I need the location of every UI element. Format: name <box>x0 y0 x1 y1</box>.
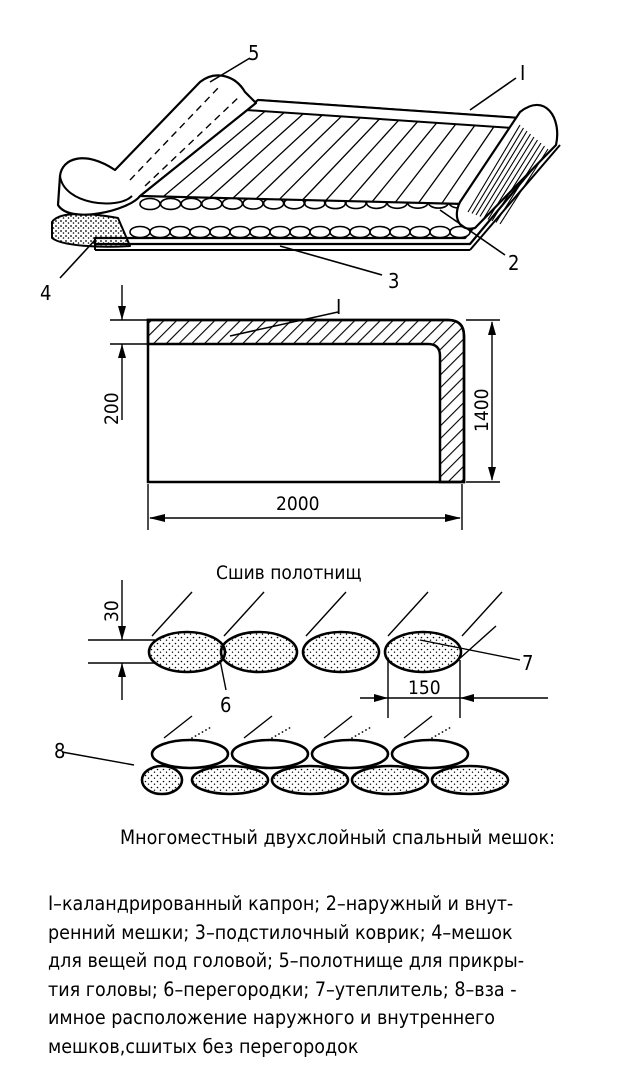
lower-layer-cells <box>129 225 471 239</box>
legend-line: для вещей под головой; 5–полотнище для п… <box>48 949 525 972</box>
roll-stripe <box>467 124 521 213</box>
label-6: 6 <box>220 693 231 717</box>
lower-cell <box>289 225 311 239</box>
quilt-stripe <box>255 115 342 200</box>
caption-title: Многоместный двухслойный спальный мешок: <box>120 826 556 849</box>
legend-line: тия головы; 6–перегородки; 7–утеплитель;… <box>48 977 517 1001</box>
quilt-stripe <box>418 125 476 204</box>
lower-cell <box>209 225 231 239</box>
lower-cell <box>269 225 291 239</box>
plan-view <box>110 285 500 530</box>
upper-cell <box>201 197 223 210</box>
lower-cell <box>409 225 431 239</box>
dim-1400: 1400 <box>471 389 493 433</box>
roll-stripe <box>479 133 531 217</box>
quilt-stripe <box>371 122 438 203</box>
legend-line: мешков,сшитых без перегородок <box>48 1034 359 1058</box>
stitch-line <box>151 591 193 637</box>
head-flap <box>56 74 258 216</box>
lower-cell <box>309 225 331 239</box>
stitch-line <box>305 591 347 637</box>
quilt-stripe <box>278 117 361 200</box>
outer-cell <box>390 738 470 770</box>
quilt-stripe <box>348 121 419 202</box>
legend: I–каландрированный капрон; 2–наружный и … <box>48 890 618 1061</box>
insulated-cell <box>147 630 227 674</box>
section-title: Сшив полотнищ <box>216 562 362 584</box>
stitch-line <box>387 591 429 637</box>
lower-cell <box>129 225 151 239</box>
lower-cell <box>349 225 371 239</box>
inner-cell <box>190 764 270 796</box>
label-8: 8 <box>54 739 65 763</box>
lower-cell <box>449 225 471 239</box>
perspective-view <box>51 57 561 279</box>
quilt-stripe <box>441 126 495 204</box>
lower-cell <box>149 225 171 239</box>
roll-stripe <box>487 139 538 220</box>
insulated-cell <box>301 630 381 674</box>
lower-cell <box>189 225 211 239</box>
roll-stripe <box>475 130 528 216</box>
stitch-line <box>323 715 353 739</box>
bag-under-head <box>51 213 131 248</box>
offset-layers <box>140 715 510 796</box>
stitch-line <box>223 591 265 637</box>
dim-2000: 2000 <box>276 493 320 515</box>
quilt-stripe <box>186 112 285 198</box>
outer-cell <box>310 738 390 770</box>
inner-cell <box>270 764 350 796</box>
lower-cell <box>229 225 251 239</box>
roll-stripe <box>471 127 524 214</box>
quilt-stripe <box>302 118 380 201</box>
stitch-line <box>243 715 273 739</box>
quilt-stripe <box>325 119 400 202</box>
hatched-border <box>146 318 466 484</box>
lower-cell <box>429 225 451 239</box>
upper-cell <box>221 197 244 210</box>
roll-stripe <box>491 142 542 222</box>
lower-cell <box>169 225 191 239</box>
insulated-cell <box>383 630 463 674</box>
label-7: 7 <box>522 651 533 675</box>
inner-cell <box>430 764 510 796</box>
roll-stripe <box>495 145 545 223</box>
quilt-stripe <box>209 113 304 199</box>
lower-cell <box>389 225 411 239</box>
label-3: 3 <box>388 269 399 293</box>
outer-cell <box>230 738 310 770</box>
legend-line: ренний мешки; 3–подстилочный коврик; 4–м… <box>48 920 513 944</box>
upper-cell <box>180 197 202 211</box>
stitch-line <box>461 591 503 637</box>
roll-stripe <box>499 148 549 225</box>
label-5: 5 <box>248 41 259 65</box>
insulated-cell <box>219 630 299 674</box>
lower-cell <box>249 225 271 239</box>
label-2: 2 <box>508 251 519 275</box>
roll-stripe <box>483 136 535 219</box>
outer-cell <box>150 738 230 770</box>
legend-line: имное расположение наружного и внутренне… <box>48 1006 496 1029</box>
upper-cell <box>159 197 182 211</box>
dim-200: 200 <box>101 392 123 425</box>
quilt-stripe <box>232 114 323 199</box>
legend-line: I–каландрированный капрон; 2–наружный и … <box>48 892 514 915</box>
stitch-line <box>403 715 433 739</box>
lower-cell <box>329 225 351 239</box>
inner-cell <box>140 764 184 796</box>
lower-cell <box>369 225 391 239</box>
seam-section <box>61 580 548 766</box>
upper-cell <box>139 197 161 211</box>
dim-30: 30 <box>101 600 123 622</box>
dim-150: 150 <box>408 677 441 699</box>
label-1-plan: I <box>336 295 341 319</box>
stitch-line <box>163 715 193 739</box>
inner-cell <box>350 764 430 796</box>
label-4: 4 <box>40 281 51 305</box>
label-1-top: I <box>520 61 525 85</box>
quilt-stripe <box>162 110 266 198</box>
quilt-stripe <box>394 123 457 203</box>
